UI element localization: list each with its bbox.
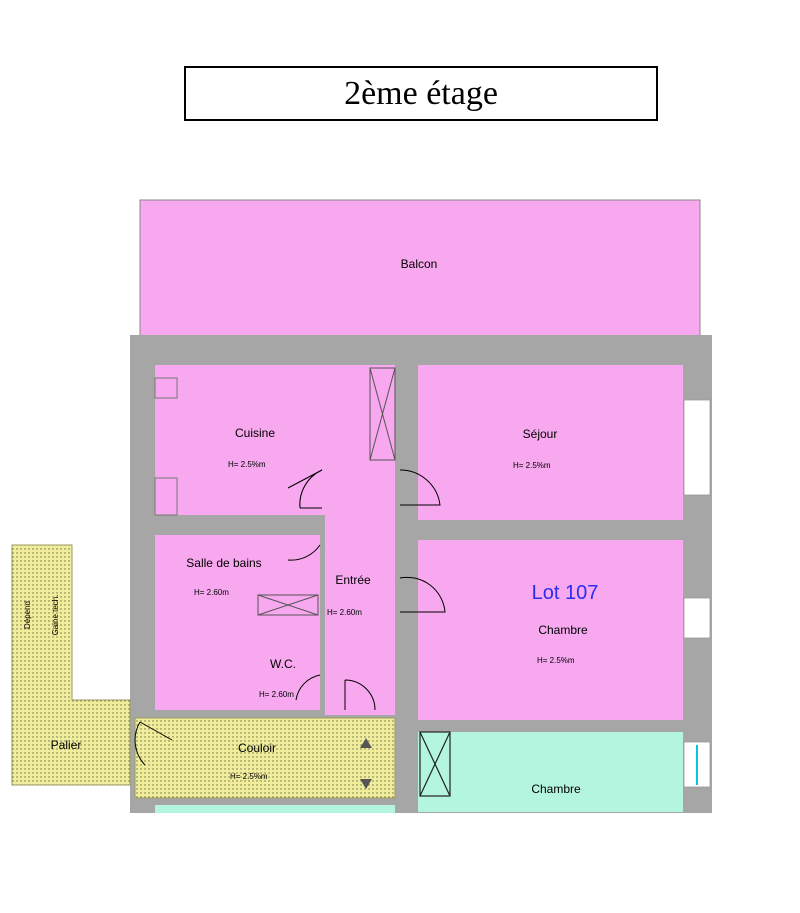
placard-cuisine xyxy=(369,367,396,461)
chambre-voisin-label: Chambre xyxy=(531,782,581,796)
couloir-height: H= 2.5%m xyxy=(230,772,268,781)
sejour-label: Séjour xyxy=(523,427,558,441)
balcon-label: Balcon xyxy=(401,257,438,271)
chambre-lot-area xyxy=(418,540,683,720)
gaine-label-1: Dépend xyxy=(23,601,32,629)
cuisine-cabinet xyxy=(154,477,178,516)
wc-height: H= 2.60m xyxy=(259,690,294,699)
wc-area xyxy=(255,615,320,710)
entree-height: H= 2.60m xyxy=(327,608,362,617)
entree-area xyxy=(325,465,395,715)
placard-sdb xyxy=(257,594,319,616)
balcon-area xyxy=(139,199,701,341)
wc-label: W.C. xyxy=(270,657,296,671)
couloir-area xyxy=(134,717,396,799)
entree-label: Entrée xyxy=(335,573,371,587)
cuisine-label: Cuisine xyxy=(235,426,275,440)
chambre-lot-height: H= 2.5%m xyxy=(537,656,575,665)
cuisine-counter xyxy=(154,377,178,399)
palier-label: Palier xyxy=(51,738,82,752)
gaine-label-2: Gaine tech. xyxy=(51,595,60,636)
placard-chambre-voisin xyxy=(419,731,451,797)
lot-label: Lot 107 xyxy=(532,582,599,604)
palier-area xyxy=(11,544,131,786)
strip-mint xyxy=(155,805,395,813)
stair-markers xyxy=(360,738,372,789)
floor-title: 2ème étage xyxy=(344,74,498,112)
salle-de-bains-height: H= 2.60m xyxy=(194,588,229,597)
door-swings xyxy=(134,469,446,766)
chambre-lot-label: Chambre xyxy=(538,623,588,637)
sejour-area xyxy=(418,365,683,520)
windows-right xyxy=(683,399,711,788)
couloir-label: Couloir xyxy=(238,741,276,755)
cuisine-height: H= 2.5%m xyxy=(228,460,266,469)
salle-de-bains-label: Salle de bains xyxy=(186,556,261,570)
floor-title-box: 2ème étage xyxy=(184,66,658,121)
chambre-voisin-area xyxy=(418,732,683,812)
sejour-height: H= 2.5%m xyxy=(513,461,551,470)
